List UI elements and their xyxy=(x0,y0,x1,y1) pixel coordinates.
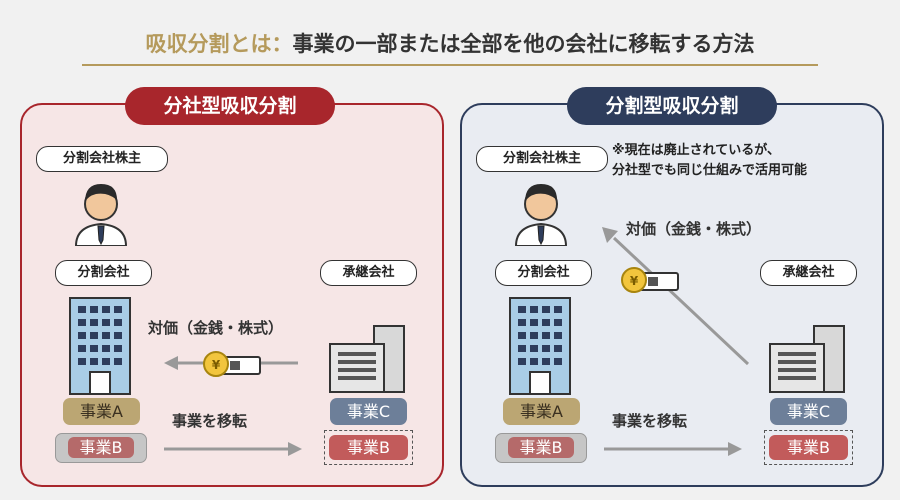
right-note: ※現在は廃止されているが、 分社型でも同じ仕組みで活用可能 xyxy=(612,141,807,181)
right-business-c: 事業C xyxy=(770,398,847,425)
left-business-c: 事業C xyxy=(330,398,407,425)
left-business-b-moved-frame: 事業B xyxy=(324,430,413,465)
right-panel-heading: 分割型吸収分割 xyxy=(567,87,777,125)
left-business-a: 事業A xyxy=(63,398,140,425)
person-icon xyxy=(514,184,568,246)
right-business-b-original: 事業B xyxy=(495,433,587,463)
factory-building-icon xyxy=(769,325,845,393)
left-consideration-label: 対価（金銭・株式） xyxy=(148,319,284,337)
right-consideration-label: 対価（金銭・株式） xyxy=(626,220,762,238)
left-business-b-original: 事業B xyxy=(55,433,147,463)
title-main: 事業の一部または全部を他の会社に移転する方法 xyxy=(292,32,755,56)
transfer-arrow xyxy=(604,442,742,456)
left-panel-heading: 分社型吸収分割 xyxy=(125,87,335,125)
title-prefix: 吸収分割とは： xyxy=(145,32,293,56)
right-note-line1: ※現在は廃止されているが、 xyxy=(612,143,780,158)
person-icon xyxy=(74,184,128,246)
left-business-b-moved: 事業B xyxy=(329,435,408,460)
factory-building-icon xyxy=(329,325,405,393)
office-building-icon xyxy=(509,297,571,395)
office-building-icon xyxy=(69,297,131,395)
right-business-b-original-label: 事業B xyxy=(507,437,575,458)
right-transfer-label: 事業を移転 xyxy=(612,412,688,430)
left-shareholder-label: 分割会社株主 xyxy=(36,146,168,172)
transfer-arrow xyxy=(164,442,302,456)
right-company-a-label: 分割会社 xyxy=(495,260,592,286)
left-business-b-original-label: 事業B xyxy=(67,437,135,458)
right-company-b-label: 承継会社 xyxy=(760,260,857,286)
svg-text:¥: ¥ xyxy=(212,358,221,372)
left-company-b-label: 承継会社 xyxy=(320,260,417,286)
right-note-line2: 分社型でも同じ仕組みで活用可能 xyxy=(612,163,808,178)
diagonal-consideration-arrow xyxy=(602,227,750,366)
yen-coin-icon: ¥ xyxy=(621,267,679,293)
right-business-b-moved-frame: 事業B xyxy=(764,430,853,465)
left-company-a-label: 分割会社 xyxy=(55,260,152,286)
right-shareholder-label: 分割会社株主 xyxy=(476,146,608,172)
right-business-a: 事業A xyxy=(503,398,580,425)
svg-text:¥: ¥ xyxy=(630,274,639,288)
title-underline xyxy=(82,64,818,66)
yen-coin-icon: ¥ xyxy=(203,351,261,377)
page-title: 吸収分割とは：事業の一部または全部を他の会社に移転する方法 xyxy=(0,28,900,58)
left-transfer-label: 事業を移転 xyxy=(172,412,248,430)
right-business-b-moved: 事業B xyxy=(769,435,848,460)
